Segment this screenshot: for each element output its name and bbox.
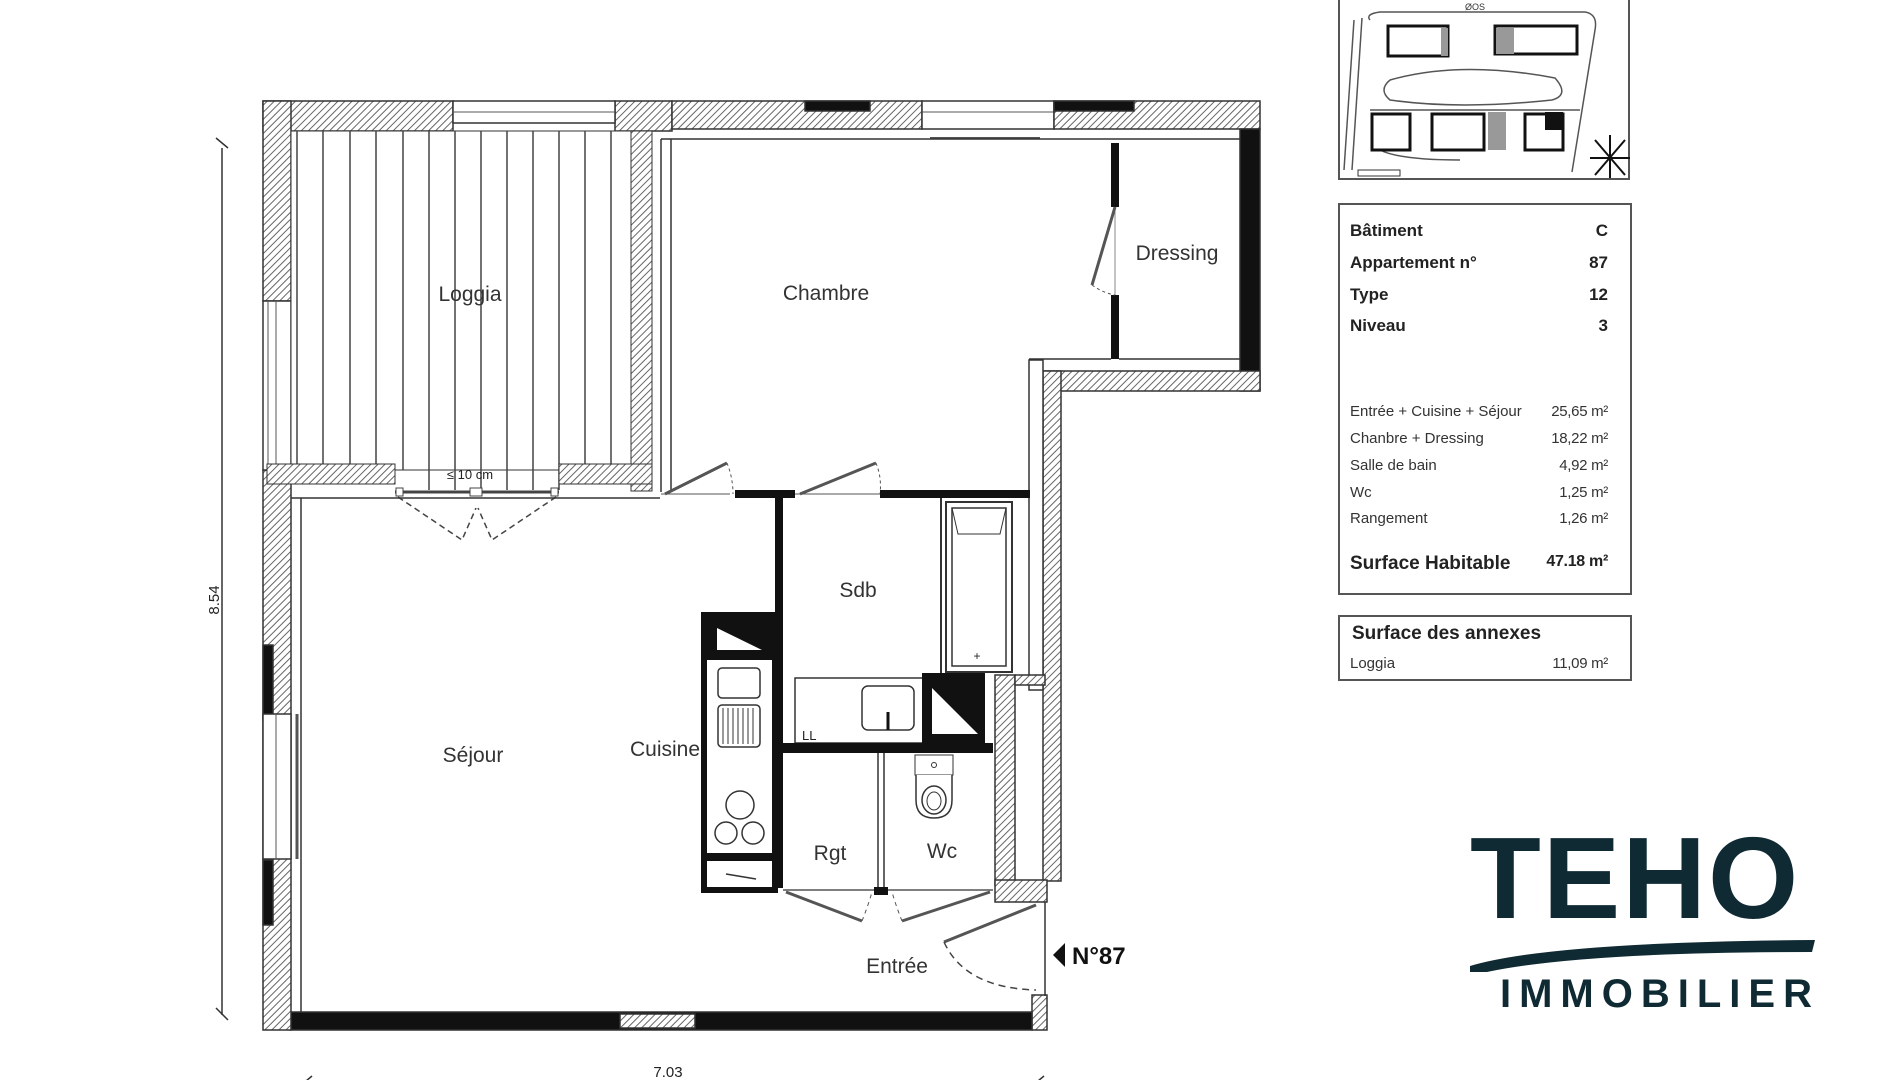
chambre-area: Chambre Dressing	[660, 138, 1240, 498]
teho-logo: TEHO IMMOBILIER	[1470, 820, 1830, 1020]
loggia-threshold-note: ≤ 10 cm	[447, 467, 493, 482]
room-label-dressing: Dressing	[1136, 242, 1219, 265]
room-label-sdb: Sdb	[839, 579, 876, 602]
dimension-width-label: 7.03	[653, 1064, 682, 1080]
exterior-walls	[262, 100, 1261, 1031]
site-street-label: ØOS	[1465, 2, 1485, 12]
logo-subtitle: IMMOBILIER	[1500, 972, 1820, 1016]
room-label-cuisine: Cuisine	[630, 738, 700, 761]
room-label-rgt: Rgt	[814, 842, 847, 865]
ll-label: LL	[802, 728, 816, 743]
rgt-wc-area: Rgt Wc	[783, 753, 993, 923]
room-label-chambre: Chambre	[783, 282, 869, 305]
info-row-appartement: Appartement n°87	[1350, 253, 1608, 272]
svg-text:+: +	[973, 649, 980, 663]
compass-icon	[1590, 135, 1630, 178]
room-label-loggia: Loggia	[438, 283, 501, 306]
loggia-door	[395, 487, 559, 542]
kitchen-unit: Cuisine	[630, 612, 778, 893]
arrow-left-icon	[1053, 943, 1065, 967]
room-label-entree: Entrée	[866, 955, 928, 978]
dimension-height: 8.54	[206, 137, 229, 1021]
dimension-height-label: 8.54	[206, 585, 223, 614]
entry-marker: N°87	[1053, 943, 1126, 970]
site-plan-thumbnail: ØOS	[1338, 0, 1630, 180]
annexes-title: Surface des annexes	[1352, 623, 1542, 644]
entry-marker-label: N°87	[1072, 943, 1126, 970]
logo-swoosh-icon	[1470, 940, 1815, 972]
sejour-entree-area: Séjour Entrée	[291, 497, 1046, 1012]
loggia-area: Loggia ≤ 10 cm	[266, 130, 653, 492]
room-label-sejour: Séjour	[443, 744, 504, 767]
sdb-area: + LL Sdb	[775, 498, 1013, 888]
room-label-wc: Wc	[927, 840, 957, 863]
dimension-width: 7.03	[306, 1064, 1045, 1080]
logo-wordmark: TEHO	[1470, 813, 1801, 943]
